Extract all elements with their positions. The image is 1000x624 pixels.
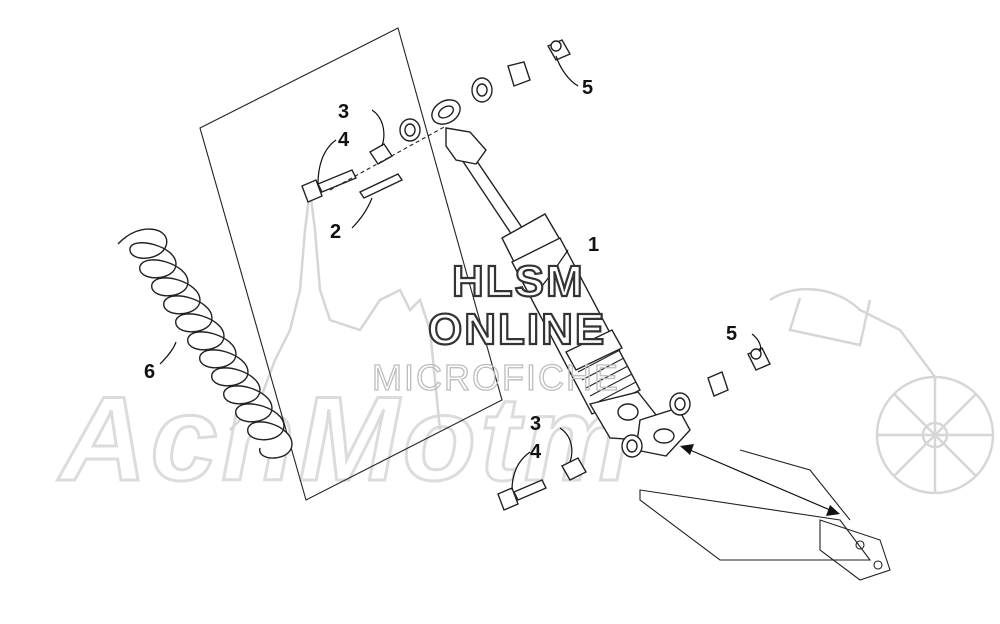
watermark-text: HLSM ONLINE MICROFICHE: [371, 256, 620, 399]
motorcycle-silhouette-icon: [769, 287, 995, 495]
watermark-line3: MICROFICHE: [372, 357, 620, 398]
lower-bolt: [497, 479, 547, 511]
callout-cap-upper: 5: [582, 77, 593, 99]
callout-shock-absorber: 1: [588, 234, 599, 256]
shock-absorber: [431, 99, 691, 457]
spring-enclosure-outline: [199, 27, 503, 501]
upper-bolt: [301, 169, 357, 203]
coil-spring: [117, 228, 293, 459]
callout-bushing-upper: 3: [338, 101, 349, 123]
lower-hardware: [497, 347, 771, 511]
callout-bolt-upper: 4: [338, 129, 350, 151]
upper-pin: [358, 173, 404, 199]
watermark-line2: ONLINE: [428, 305, 606, 354]
callout-bolt-lower: 4: [530, 441, 542, 463]
callout-cap-lower: 5: [726, 323, 737, 345]
leader-lines: [159, 55, 762, 491]
callouts: 1 2 3 4 5 5 3 4 6: [144, 77, 737, 463]
callout-pin: 2: [330, 221, 341, 243]
callout-bushing-lower: 3: [530, 413, 541, 435]
callout-spring: 6: [144, 361, 155, 383]
castle-silhouette-icon: [229, 189, 442, 431]
lower-bushing: [561, 457, 587, 481]
upper-bushing: [369, 143, 393, 165]
upper-hardware: [301, 39, 571, 203]
mounting-arrow: [680, 444, 840, 516]
watermark-line1: HLSM: [452, 257, 585, 306]
a-arm-outline: [639, 449, 891, 581]
